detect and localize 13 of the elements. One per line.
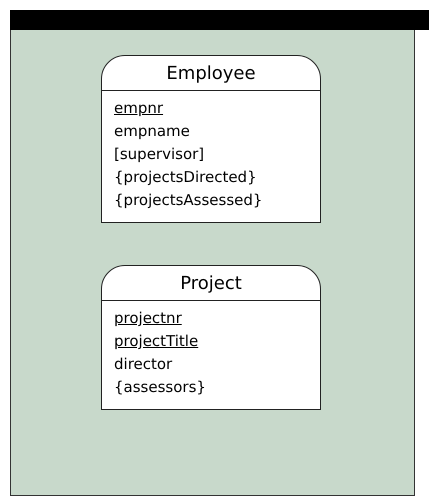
attribute: director bbox=[114, 354, 172, 375]
attribute: {projectsAssessed} bbox=[114, 190, 262, 211]
entity-name: Project bbox=[102, 266, 320, 301]
attribute: empname bbox=[114, 121, 190, 142]
entity-box bbox=[101, 55, 321, 223]
attribute: {projectsDirected} bbox=[114, 167, 257, 188]
entity-box bbox=[101, 265, 321, 410]
attribute: {assessors} bbox=[114, 377, 206, 398]
key-attribute: projectnr bbox=[114, 308, 182, 329]
key-attribute: projectTitle bbox=[114, 331, 198, 352]
entity-name: Employee bbox=[102, 56, 320, 91]
attribute: [supervisor] bbox=[114, 144, 204, 165]
key-attribute: empnr bbox=[114, 98, 164, 119]
